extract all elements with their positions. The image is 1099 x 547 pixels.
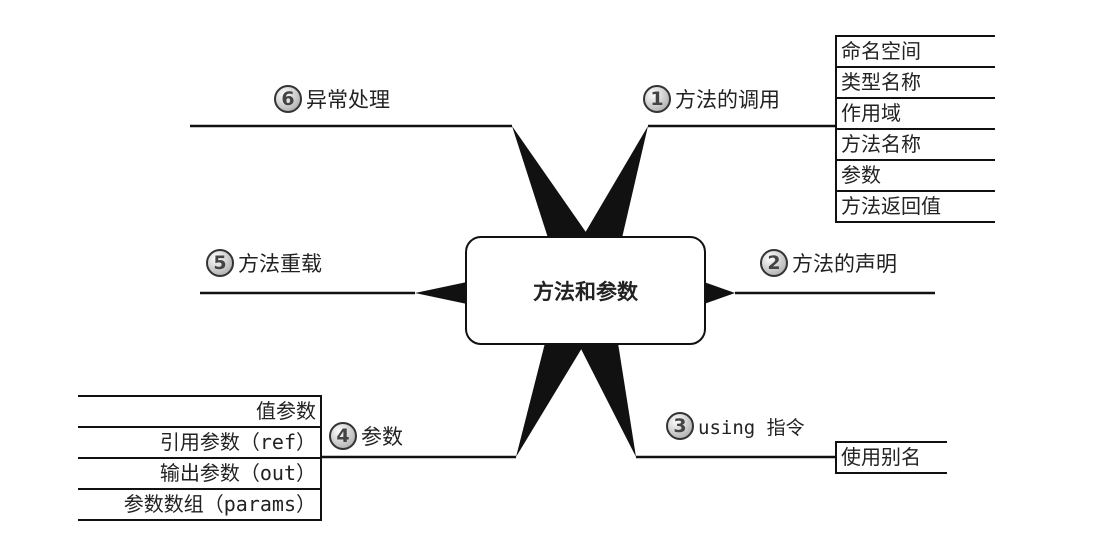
spike-5 [415,282,467,304]
subtopic: 命名空间 [837,35,995,66]
branch-3-subtopics: 使用别名 [835,441,947,474]
branch-label: 方法的调用 [675,88,780,112]
spike-2 [704,282,735,304]
subtopic: 引用参数（ref） [78,426,320,457]
branch-3: 3 using 指令 [666,412,805,440]
branch-1: 1 方法的调用 [643,84,780,114]
number-badge-icon: 4 [329,422,357,450]
subtopic: 值参数 [78,395,320,426]
branch-label: 方法重载 [238,252,322,276]
branch-1-subtopics: 命名空间 类型名称 作用域 方法名称 参数 方法返回值 [835,35,995,223]
branch-label: using 指令 [698,416,805,439]
branch-2: 2 方法的声明 [760,248,897,278]
branch-4: 4 参数 [329,421,403,451]
branch-5: 5 方法重载 [206,248,322,278]
branch-label: 异常处理 [306,88,390,112]
subtopic: 作用域 [837,97,995,128]
subtopic: 参数 [837,159,995,190]
spike-6 [512,126,590,238]
subtopic: 输出参数（out） [78,457,320,488]
central-topic: 方法和参数 [465,236,706,345]
number-badge-icon: 6 [274,85,302,113]
spike-4 [516,343,585,457]
branch-label: 方法的声明 [792,252,897,276]
subtopic: 参数数组（params） [78,488,320,521]
number-badge-icon: 5 [206,249,234,277]
number-badge-icon: 3 [666,412,694,440]
number-badge-icon: 2 [760,249,788,277]
subtopic: 使用别名 [837,441,947,474]
spike-1 [582,126,648,238]
branch-label: 参数 [361,425,403,449]
subtopic: 方法名称 [837,128,995,159]
number-badge-icon: 1 [643,85,671,113]
subtopic: 类型名称 [837,66,995,97]
spike-3 [578,343,636,457]
branch-4-subtopics: 值参数 引用参数（ref） 输出参数（out） 参数数组（params） [78,395,322,521]
branch-6: 6 异常处理 [274,84,390,114]
subtopic: 方法返回值 [837,190,995,223]
